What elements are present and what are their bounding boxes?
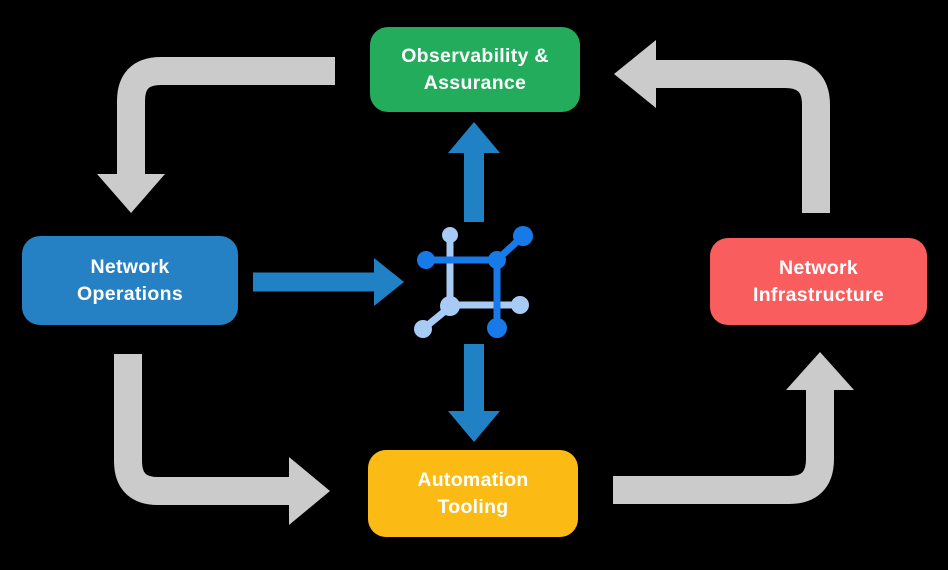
node-network-operations: Network Operations <box>22 236 238 325</box>
arrow-shaft <box>114 354 289 505</box>
arrow-infrastructure-to-observability <box>614 40 830 213</box>
network-icon-light-branch <box>414 227 529 338</box>
arrow-head <box>448 411 500 442</box>
network-icon-dark-branch <box>417 226 533 338</box>
node-label-line: Automation <box>417 468 529 491</box>
node-label-line: Operations <box>77 282 183 305</box>
node-label-line: Assurance <box>423 71 527 94</box>
arrow-operations-to-center <box>253 258 404 306</box>
arrow-head <box>786 352 854 390</box>
node-label-line: Infrastructure <box>753 283 884 306</box>
arrow-automation-to-infrastructure <box>613 352 854 504</box>
arrow-head <box>374 258 404 306</box>
arrow-shaft <box>117 57 335 174</box>
node-label-line: Network <box>778 256 859 279</box>
node-label-line: Tooling <box>437 495 509 518</box>
node-automation-tooling: Automation Tooling <box>368 450 578 537</box>
arrow-head <box>289 457 330 525</box>
network-nodes-icon <box>414 226 533 338</box>
arrow-head <box>97 174 165 213</box>
node-label-line: Network <box>90 255 170 278</box>
arrow-center-to-automation <box>448 344 500 442</box>
arrow-center-to-observability <box>448 122 500 222</box>
arrow-shaft <box>656 60 830 213</box>
node-network-infrastructure: Network Infrastructure <box>710 238 927 325</box>
arrow-head <box>448 122 500 153</box>
node-observability-assurance: Observability & Assurance <box>370 27 580 112</box>
arrow-head <box>614 40 656 108</box>
arrow-observability-to-operations <box>97 57 335 213</box>
node-label-line: Observability & <box>401 44 549 67</box>
arrow-operations-to-automation <box>114 354 330 525</box>
arrow-shaft <box>613 390 834 504</box>
